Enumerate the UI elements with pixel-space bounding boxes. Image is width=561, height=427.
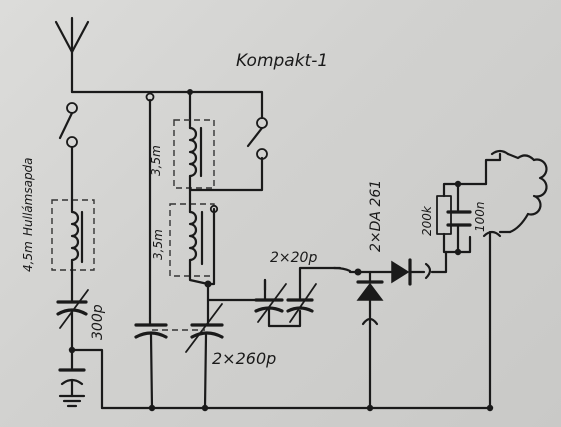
antenna-symbol <box>54 16 90 94</box>
diagram-title: Kompakt-1 <box>236 51 328 71</box>
label-resistor-200k: 200k <box>420 205 434 236</box>
label-lower-coil: 3,5m <box>151 229 165 260</box>
capacitor-2x20p <box>254 266 342 328</box>
label-capacitor-300p: 300p <box>90 304 106 340</box>
headphone-connector <box>482 149 512 410</box>
upper-coil <box>173 119 264 192</box>
label-capacitor-2x260p: 2×260p <box>212 349 276 368</box>
label-upper-coil: 3,5m <box>149 145 163 176</box>
label-capacitor-100n: 100n <box>473 201 487 232</box>
band-switch <box>246 117 268 160</box>
label-coil-name: Hullámsapda <box>21 157 35 236</box>
label-capacitor-2x20p: 2×20p <box>270 250 317 266</box>
diode-vertical <box>356 270 384 410</box>
top-bus-wire <box>70 90 264 120</box>
ground-symbol <box>58 394 86 408</box>
capacitor-100n <box>446 182 472 254</box>
headphone-earpiece <box>506 152 548 234</box>
capacitor-2x260p <box>134 298 224 410</box>
left-coil <box>51 198 95 274</box>
antenna-switch <box>58 102 78 202</box>
lower-coil <box>169 188 219 277</box>
capacitor-300p <box>56 270 89 350</box>
label-diodes: 2×DA 261 <box>368 180 384 252</box>
label-coil-band: 4,5m <box>21 241 35 272</box>
diode-horizontal <box>391 250 448 286</box>
